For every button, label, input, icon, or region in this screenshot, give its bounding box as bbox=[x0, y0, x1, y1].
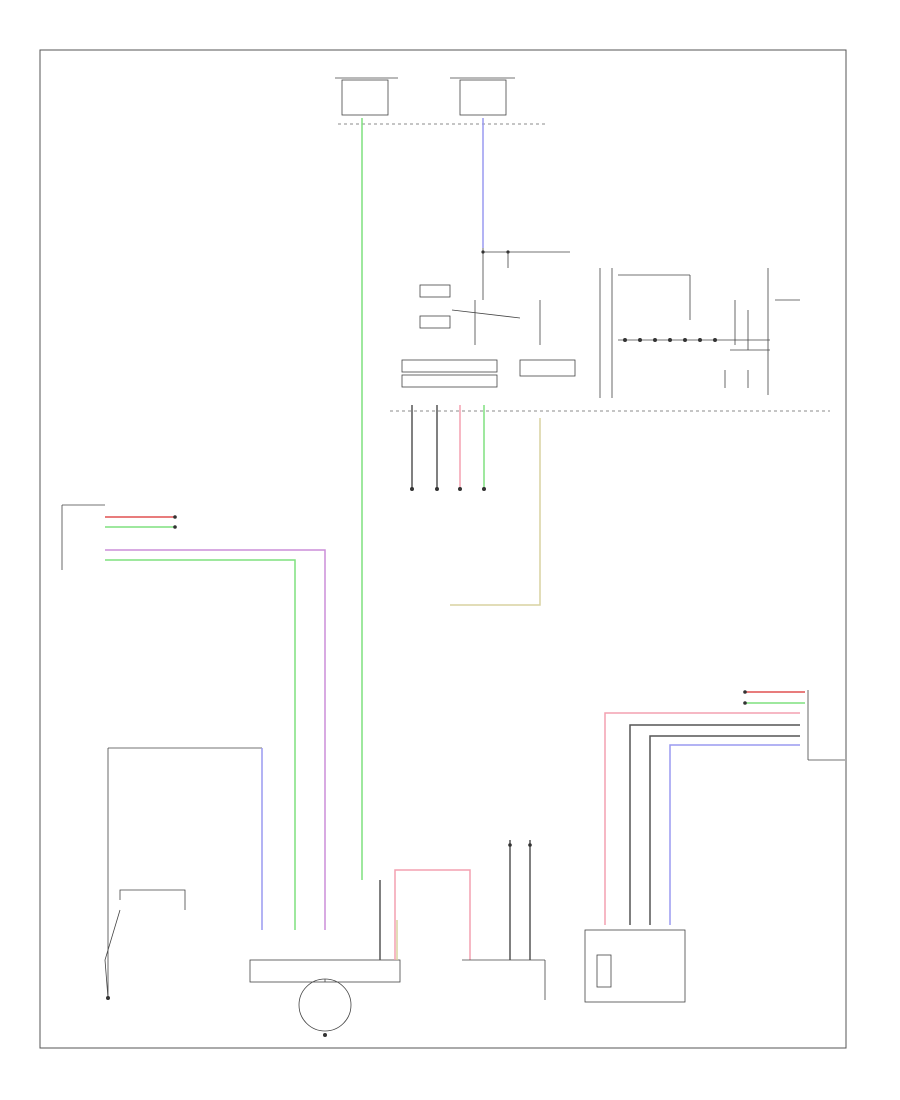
wire-purple-left bbox=[105, 549, 326, 930]
junction-connector-top bbox=[410, 405, 486, 491]
wire-green-left bbox=[105, 559, 296, 930]
front-control-module bbox=[462, 840, 546, 1000]
generator bbox=[249, 959, 401, 1037]
fuse-block-top bbox=[335, 77, 545, 125]
engine-control-module bbox=[61, 504, 177, 570]
battery-fusible-link bbox=[104, 747, 262, 1000]
combination-meter bbox=[401, 268, 800, 398]
battery-current-sensor bbox=[584, 690, 845, 1003]
wire-pink-generator bbox=[394, 869, 471, 960]
diagram-frame bbox=[39, 49, 847, 1049]
wire-yellow-main bbox=[450, 418, 541, 606]
